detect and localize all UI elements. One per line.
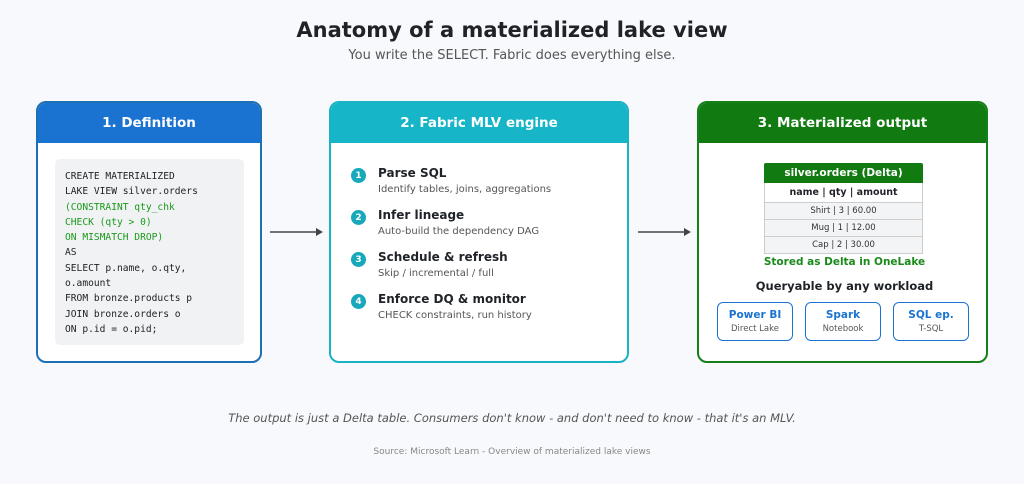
queryable-label: Queryable by any workload bbox=[755, 279, 934, 293]
code-line: JOIN bronze.orders o bbox=[65, 308, 181, 320]
consumer-sub: T-SQL bbox=[918, 324, 944, 334]
step-number: 4 bbox=[351, 294, 366, 309]
consumer-power-bi: Power BI Direct Lake bbox=[717, 302, 793, 341]
step-number: 1 bbox=[351, 168, 366, 183]
output-heading: 3. Materialized output bbox=[699, 103, 986, 143]
sql-code-block: CREATE MATERIALIZED LAKE VIEW silver.ord… bbox=[55, 159, 244, 345]
step-desc: Identify tables, joins, aggregations bbox=[378, 184, 552, 195]
code-line: SELECT p.name, o.qty, bbox=[65, 262, 187, 274]
consumer-sub: Direct Lake bbox=[731, 324, 779, 334]
flow-arrow-1 bbox=[270, 226, 324, 238]
code-line-constraint: (CONSTRAINT qty_chk bbox=[65, 201, 175, 213]
step-number: 3 bbox=[351, 252, 366, 267]
consumer-name: SQL ep. bbox=[908, 309, 954, 321]
step-desc: Auto-build the dependency DAG bbox=[378, 226, 540, 237]
table-row: Cap | 2 | 30.00 bbox=[764, 237, 923, 254]
code-line: AS bbox=[65, 247, 77, 259]
footnote: The output is just a Delta table. Consum… bbox=[228, 411, 796, 425]
step-number: 2 bbox=[351, 210, 366, 225]
table-columns: name | qty | amount bbox=[764, 183, 923, 203]
consumer-spark: Spark Notebook bbox=[805, 302, 881, 341]
consumer-name: Spark bbox=[825, 309, 861, 321]
step-title: Enforce DQ & monitor bbox=[378, 292, 526, 306]
step-desc: Skip / incremental / full bbox=[378, 268, 494, 279]
consumer-sql-endpoint: SQL ep. T-SQL bbox=[893, 302, 969, 341]
definition-heading: 1. Definition bbox=[38, 103, 260, 143]
code-line: LAKE VIEW silver.orders bbox=[65, 186, 198, 198]
consumer-sub: Notebook bbox=[822, 324, 864, 334]
table-row: Mug | 1 | 12.00 bbox=[764, 220, 923, 237]
code-line: ON p.id = o.pid; bbox=[65, 323, 158, 335]
definition-card: 1. Definition CREATE MATERIALIZED LAKE V… bbox=[36, 101, 262, 363]
output-card: 3. Materialized output silver.orders (De… bbox=[697, 101, 988, 363]
page-title: Anatomy of a materialized lake view bbox=[296, 18, 728, 42]
flow-arrow-2 bbox=[638, 226, 692, 238]
page-subtitle: You write the SELECT. Fabric does everyt… bbox=[348, 48, 676, 63]
step-desc: CHECK constraints, run history bbox=[378, 310, 532, 321]
table-row: Shirt | 3 | 60.00 bbox=[764, 203, 923, 220]
delta-table: silver.orders (Delta) name | qty | amoun… bbox=[764, 163, 923, 254]
stored-label: Stored as Delta in OneLake bbox=[763, 256, 926, 268]
code-line: CREATE MATERIALIZED bbox=[65, 171, 175, 182]
step-title: Schedule & refresh bbox=[378, 250, 508, 264]
code-line: FROM bronze.products p bbox=[65, 293, 193, 305]
consumer-name: Power BI bbox=[728, 309, 782, 321]
code-line: o.amount bbox=[65, 278, 112, 290]
code-line-constraint: CHECK (qty > 0) bbox=[65, 216, 152, 228]
step-title: Parse SQL bbox=[378, 166, 447, 180]
code-line-constraint: ON MISMATCH DROP) bbox=[65, 232, 164, 244]
engine-card: 2. Fabric MLV engine 1 Parse SQL Identif… bbox=[329, 101, 629, 363]
step-title: Infer lineage bbox=[378, 208, 465, 222]
table-name: silver.orders (Delta) bbox=[764, 163, 923, 183]
engine-heading: 2. Fabric MLV engine bbox=[331, 103, 627, 143]
source-note: Source: Microsoft Learn - Overview of ma… bbox=[373, 447, 651, 457]
